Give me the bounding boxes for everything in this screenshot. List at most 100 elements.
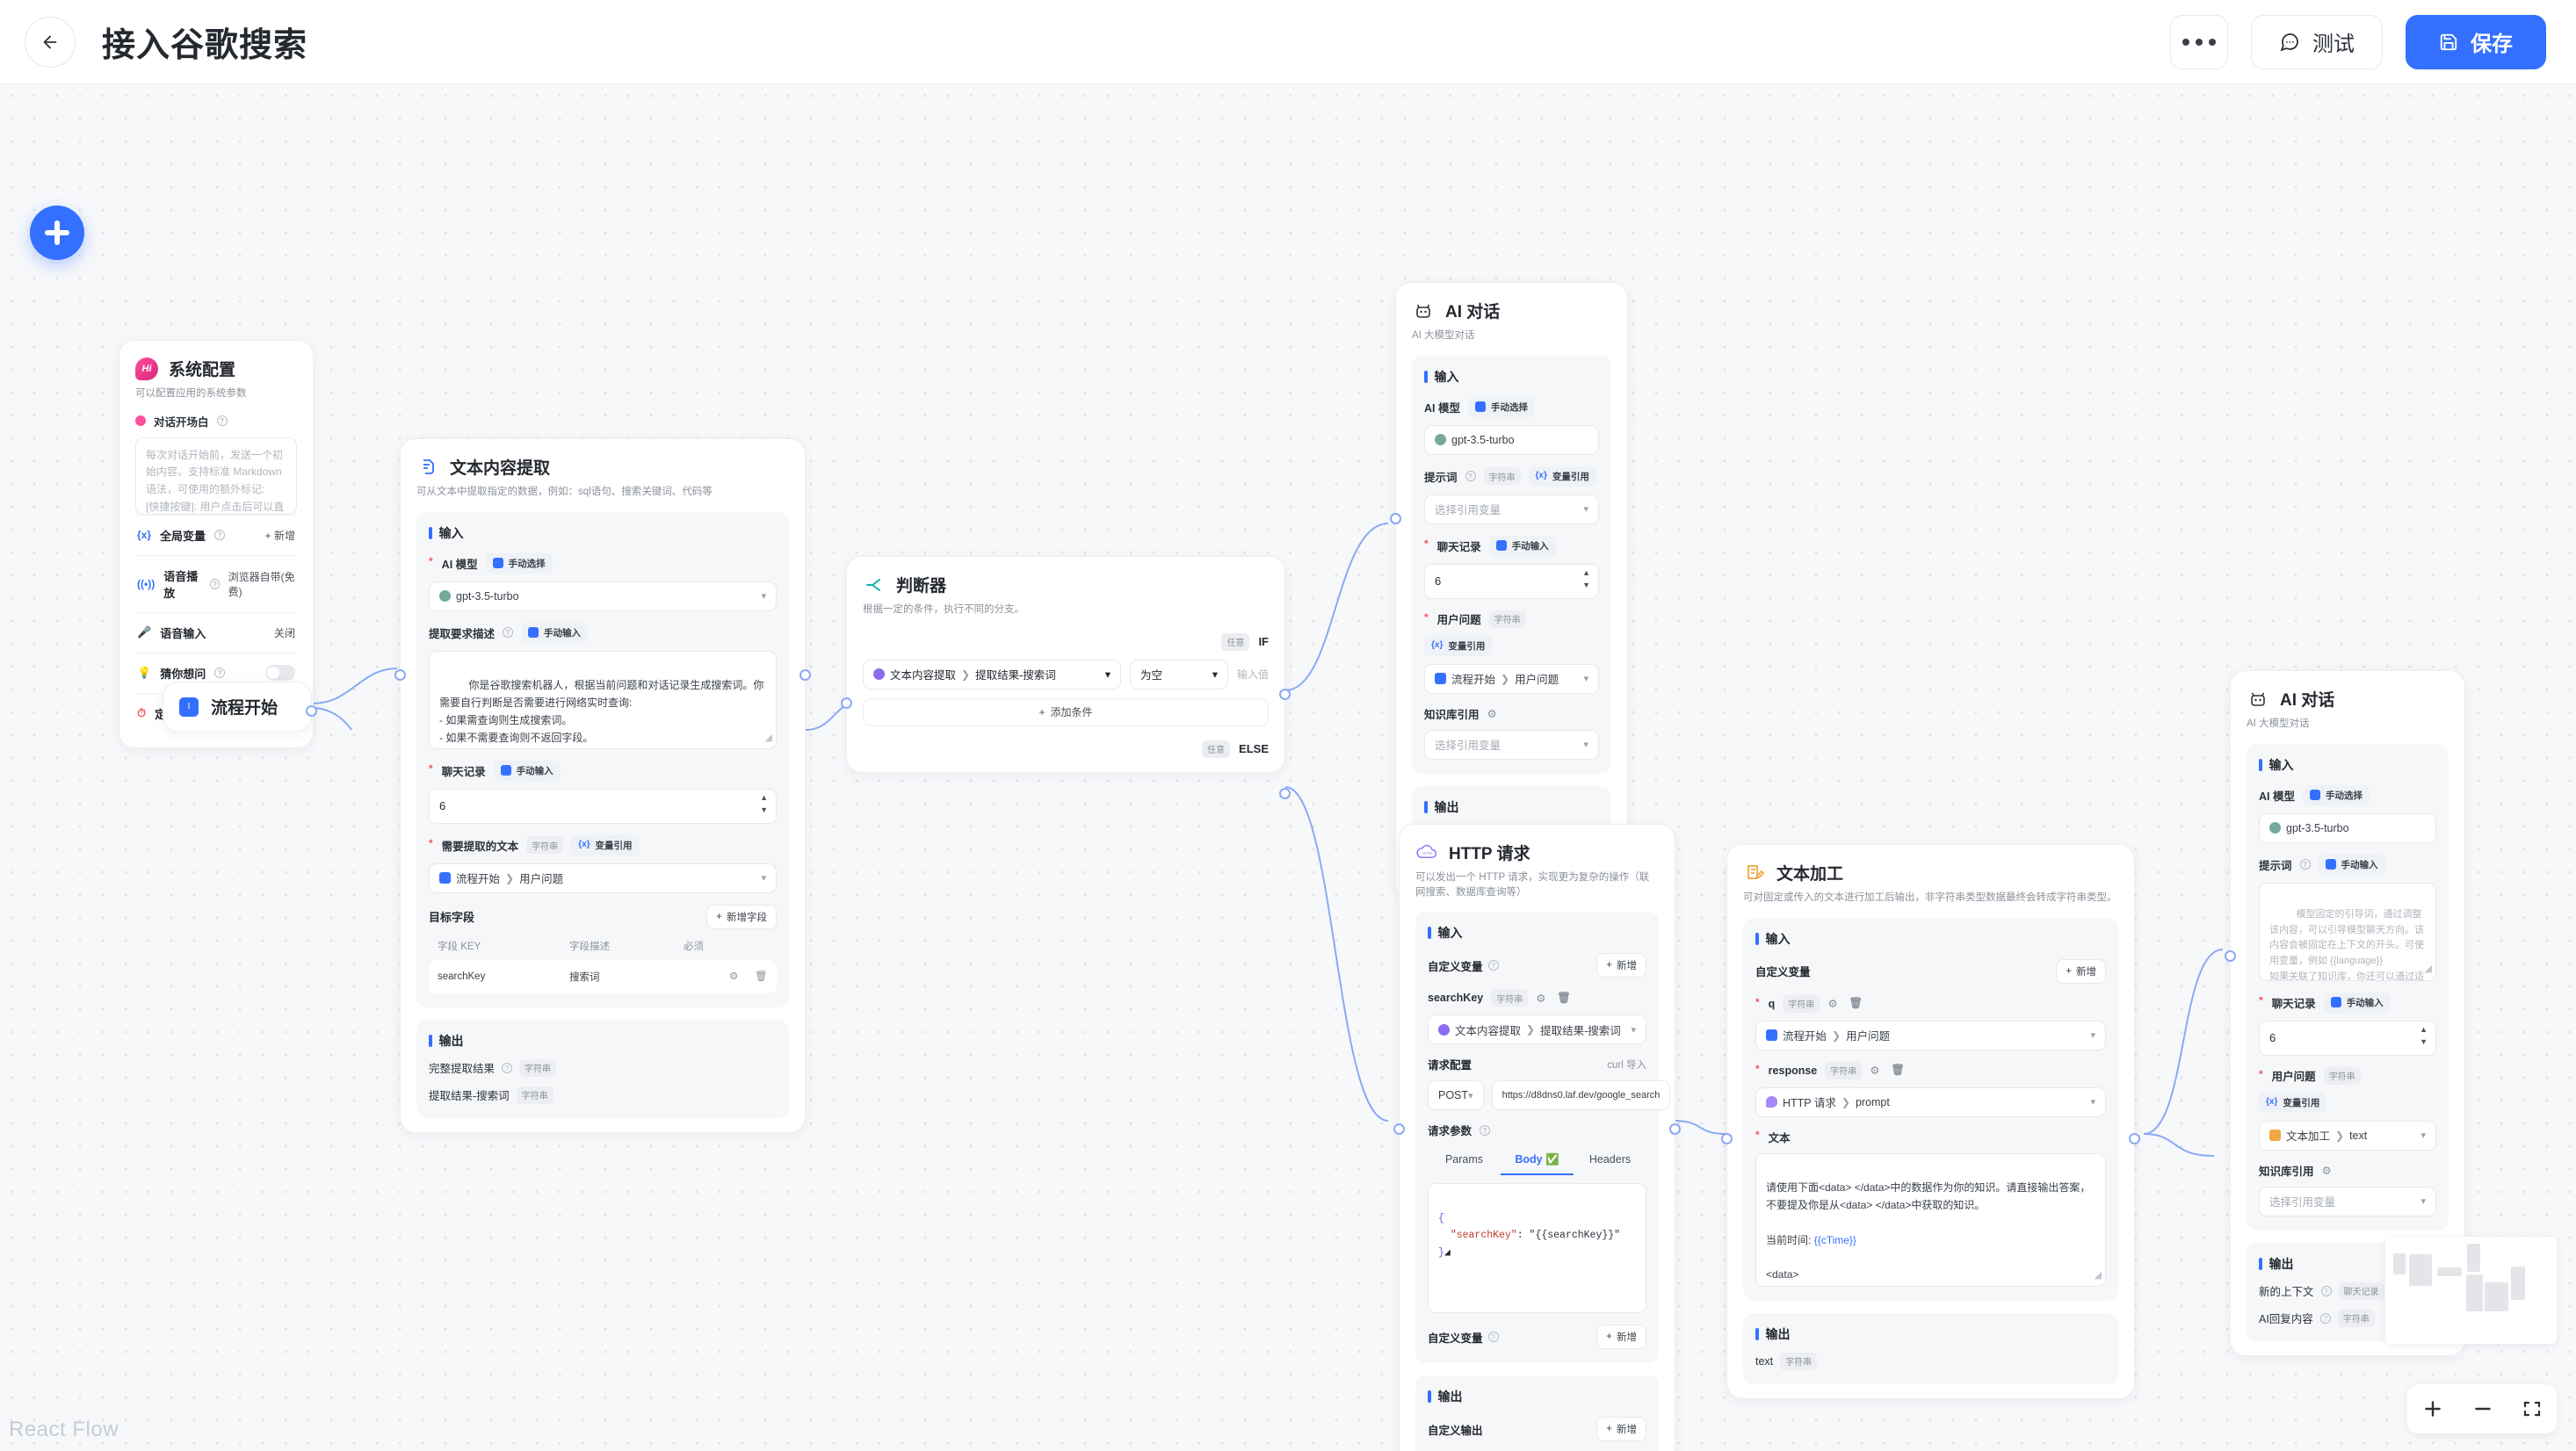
manual-input-chip[interactable]: 手动输入 <box>2323 992 2391 1013</box>
condition-operator-select[interactable]: 为空 ▾ <box>1129 659 1228 689</box>
resize-grip-icon[interactable]: ◢ <box>764 732 772 743</box>
gear-icon[interactable]: ⚙ <box>729 971 739 983</box>
help-icon[interactable]: ? <box>2299 859 2311 870</box>
add-node-button[interactable] <box>30 206 84 260</box>
gear-icon[interactable]: ⚙ <box>2321 1164 2332 1177</box>
add-condition-button[interactable]: + 添加条件 <box>863 697 1269 726</box>
chat-record-stepper[interactable]: 6 ▲▼ <box>1424 563 1599 599</box>
node-text-process[interactable]: 文本加工 可对固定或传入的文本进行加工后输出，非字符串类型数据最终会转成字符串类… <box>1721 844 2140 1399</box>
http-method-select[interactable]: POST ▾ <box>1428 1080 1484 1111</box>
row-action[interactable]: + 新增 <box>264 529 295 542</box>
stepper-arrows[interactable]: ▲▼ <box>1582 567 1590 589</box>
help-icon[interactable]: ? <box>502 1062 513 1073</box>
stepper-arrows[interactable]: ▲▼ <box>2420 1024 2428 1046</box>
text-textarea[interactable]: 请使用下面<data> </data>中的数据作为你的知识。请直接输出答案，不要… <box>1755 1152 2106 1287</box>
resize-grip-icon[interactable]: ◢ <box>2424 964 2432 975</box>
add-variable-button[interactable]: + 新增 <box>1596 953 1646 978</box>
trash-icon[interactable]: 🗑 <box>1557 991 1572 1004</box>
fit-view-button[interactable] <box>2522 1398 2543 1419</box>
sidebar-row-global-vars[interactable]: {x} 全局变量 ? + 新增 <box>135 514 297 555</box>
help-icon[interactable]: ? <box>2319 1312 2331 1324</box>
handle-target[interactable] <box>841 697 852 709</box>
var-ref-chip[interactable]: {x} 变量引用 <box>571 834 640 855</box>
help-icon[interactable]: ? <box>503 627 514 639</box>
gear-icon[interactable]: ⚙ <box>1487 707 1497 720</box>
handle-target[interactable] <box>1390 513 1401 524</box>
kb-ref-select[interactable]: 选择引用变量 ▾ <box>1424 729 1599 760</box>
handle-target[interactable] <box>1721 1133 1733 1144</box>
manual-input-chip[interactable]: 手动输入 <box>493 760 561 781</box>
zoom-out-button[interactable] <box>2471 1397 2494 1420</box>
add-output-button[interactable]: + 新增 <box>1596 1417 1646 1442</box>
node-text-extract[interactable]: 文本内容提取 可从文本中提取指定的数据，例如：sql语句、搜索关键词、代码等 输… <box>394 438 811 1133</box>
zoom-in-button[interactable] <box>2421 1397 2444 1420</box>
handle-target[interactable] <box>2225 950 2236 962</box>
save-button[interactable]: 保存 <box>2406 14 2546 69</box>
condition-variable-select[interactable]: 文本内容提取 ❯ 提取结果-搜索词 ▾ <box>863 659 1121 689</box>
sidebar-row-voice-play[interactable]: ((•)) 语音播放 ? 浏览器自带(免费) <box>135 554 297 612</box>
ai-model-select[interactable]: gpt-3.5-turbo ▾ <box>429 581 777 611</box>
table-row[interactable]: searchKey 搜索词 ⚙ 🗑 <box>429 959 777 993</box>
var-response-select[interactable]: HTTP 请求 ❯ prompt ▾ <box>1755 1086 2106 1117</box>
more-options-button[interactable] <box>2170 14 2228 69</box>
tab-params[interactable]: Params <box>1444 1153 1484 1166</box>
sidebar-row-voice-input[interactable]: 🎤 语音输入 关闭 <box>135 611 297 653</box>
help-icon[interactable]: ? <box>216 415 228 427</box>
handle-source[interactable] <box>800 669 811 681</box>
trash-icon[interactable]: 🗑 <box>1891 1064 1906 1077</box>
handle-target[interactable] <box>394 669 406 681</box>
manual-select-chip[interactable]: 手动选择 <box>1467 396 1535 417</box>
tab-body[interactable]: Body ✅ <box>1501 1147 1574 1176</box>
node-flow-start[interactable]: I 流程开始 <box>163 682 317 732</box>
opening-remarks-textarea[interactable]: 每次对话开始前，发送一个初始内容。支持标准 Markdown 语法，可使用的额外… <box>135 437 297 515</box>
gear-icon[interactable]: ⚙ <box>1536 992 1546 1005</box>
var-ref-chip[interactable]: {x} 变量引用 <box>1528 466 1596 487</box>
minimap[interactable] <box>2385 1237 2557 1344</box>
handle-source[interactable] <box>306 705 317 717</box>
manual-select-chip[interactable]: 手动选择 <box>2302 784 2370 805</box>
back-button[interactable] <box>25 16 76 68</box>
add-variable-button[interactable]: + 新增 <box>1596 1325 1646 1350</box>
manual-input-chip[interactable]: 手动输入 <box>1488 535 1556 556</box>
gear-icon[interactable]: ⚙ <box>1827 998 1838 1011</box>
help-icon[interactable]: ? <box>210 578 220 589</box>
tab-headers[interactable]: Headers <box>1588 1153 1632 1166</box>
help-icon[interactable]: ? <box>1487 960 1499 971</box>
handle-source[interactable] <box>2129 1133 2140 1144</box>
help-icon[interactable]: ? <box>1480 1124 1491 1136</box>
text-to-extract-select[interactable]: 流程开始 ❯ 用户问题 ▾ <box>429 863 777 893</box>
curl-import-button[interactable]: curl 导入 <box>1607 1059 1646 1071</box>
add-variable-button[interactable]: + 新增 <box>2056 958 2106 984</box>
trash-icon[interactable]: 🗑 <box>1849 997 1863 1010</box>
condition-value-input[interactable]: 输入值 <box>1236 668 1269 682</box>
help-icon[interactable]: ? <box>1487 1332 1499 1343</box>
prompt-textarea[interactable]: 模型固定的引导词，通过调整该内容，可以引导模型聊天方向。该内容会被固定在上下文的… <box>2259 882 2436 981</box>
help-icon[interactable]: ? <box>214 530 226 541</box>
extract-requirement-textarea[interactable]: 你是谷歌搜索机器人，根据当前问题和对话记录生成搜索词。你需要自行判断是否需要进行… <box>429 650 777 749</box>
node-http-request[interactable]: HTTP HTTP 请求 可以发出一个 HTTP 请求，实现更为复杂的操作（联网… <box>1393 824 1681 1451</box>
help-icon[interactable]: ? <box>2320 1285 2332 1296</box>
node-ai-chat-1[interactable]: AI 对话 AI 大模型对话 输入 AI 模型 手动选择 gpt-3.5-tur… <box>1390 282 1628 899</box>
node-system-config[interactable]: Hi 系统配置 可以配置应用的系统参数 对话开场白 ? 每次对话开始前，发送一个… <box>119 340 314 748</box>
ai-model-select[interactable]: gpt-3.5-turbo <box>2259 812 2436 843</box>
user-question-select[interactable]: 流程开始 ❯ 用户问题 ▾ <box>1424 663 1599 694</box>
node-judge[interactable]: 判断器 根据一定的条件，执行不同的分支。 任意 IF 文本内容提取 ❯ 提取结果… <box>841 556 1291 799</box>
resize-grip-icon[interactable]: ◢ <box>1444 1246 1451 1259</box>
resize-grip-icon[interactable]: ◢ <box>2094 1269 2102 1281</box>
http-url-input[interactable]: https://d8dns0.laf.dev/google_search <box>1491 1080 1671 1111</box>
manual-input-chip[interactable]: 手动输入 <box>521 622 589 643</box>
flow-canvas[interactable]: React Flow Hi 系统配置 可以配置应用的系统参数 对话开场白 ? 每… <box>0 84 2576 1451</box>
manual-input-chip[interactable]: 手动输入 <box>2318 854 2385 875</box>
ai-model-select[interactable]: gpt-3.5-turbo <box>1424 424 1599 455</box>
user-question-select[interactable]: 文本加工 ❯ text ▾ <box>2259 1120 2436 1151</box>
handle-source-else[interactable] <box>1279 788 1291 799</box>
handle-source[interactable] <box>1669 1123 1681 1135</box>
manual-select-chip[interactable]: 手动选择 <box>485 552 553 574</box>
help-icon[interactable]: ? <box>214 668 226 679</box>
handle-target[interactable] <box>1393 1123 1405 1135</box>
chat-record-stepper[interactable]: 6 ▲▼ <box>429 788 777 824</box>
trash-icon[interactable]: 🗑 <box>755 971 768 983</box>
handle-source-if[interactable] <box>1279 689 1291 700</box>
kb-ref-select[interactable]: 选择引用变量 ▾ <box>2259 1186 2436 1216</box>
request-body-editor[interactable]: { "searchKey": "{{searchKey}}" }◢ <box>1428 1183 1646 1314</box>
